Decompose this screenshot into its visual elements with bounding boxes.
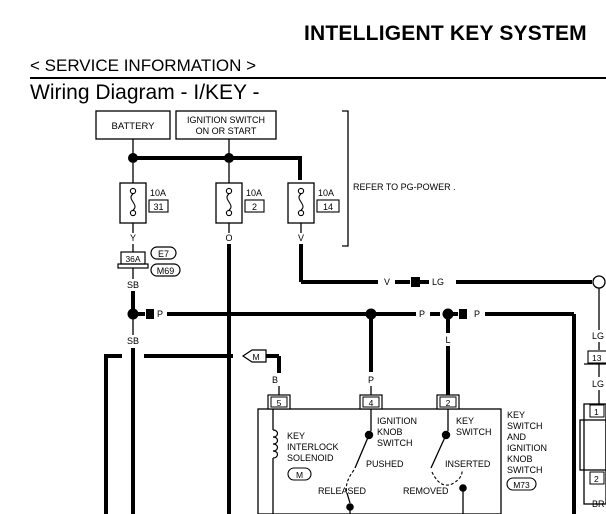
- pushed-label: PUSHED: [366, 459, 404, 469]
- ignition-splice: [224, 153, 234, 163]
- battery-splice: [128, 153, 138, 163]
- fuse-2-number: 2: [252, 202, 257, 212]
- knob-switch-contact: [354, 434, 370, 469]
- knob-switch-label-3: SWITCH: [377, 438, 413, 448]
- wire-b-label: B: [272, 375, 278, 385]
- pin-4: 4: [369, 398, 374, 408]
- unit-label-6: SWITCH: [507, 465, 543, 475]
- wire-y-label: Y: [130, 233, 136, 243]
- wire-lg-right-lower: LG: [592, 379, 604, 389]
- p-splice-right: [442, 308, 454, 320]
- unit-label-1: KEY: [507, 410, 525, 420]
- pin-1-right: 1: [594, 407, 599, 417]
- unit-label-2: SWITCH: [507, 421, 543, 431]
- wire-sb-lower: SB: [127, 336, 139, 346]
- wire-o-label: O: [225, 233, 232, 243]
- ignition-switch-box: [175, 110, 277, 140]
- key-switch-label-2: SWITCH: [456, 427, 492, 437]
- open-splice: [592, 275, 606, 289]
- fuse-14: [287, 182, 315, 224]
- knob-switch-label-1: IGNITION: [377, 416, 417, 426]
- unit-label-5: KNOB: [507, 454, 533, 464]
- battery-label: BATTERY: [112, 121, 156, 132]
- section-label: < SERVICE INFORMATION >: [30, 56, 257, 75]
- wire-p-down: P: [368, 375, 374, 385]
- solenoid-coil: [272, 429, 279, 459]
- diagram-title: Wiring Diagram - I/KEY -: [30, 81, 260, 104]
- solenoid-label-1: KEY: [287, 431, 305, 441]
- header-rule: [30, 77, 606, 79]
- pin-13: 13: [592, 353, 602, 363]
- solenoid-label-2: INTERLOCK: [287, 442, 339, 452]
- fuse-14-amp: 10A: [318, 188, 334, 198]
- m-tag: M: [252, 352, 259, 362]
- inserted-label: INSERTED: [445, 459, 491, 469]
- unit-label-3: AND: [507, 432, 527, 442]
- wire-lg-run: LG: [432, 277, 444, 287]
- key-switch-label-1: KEY: [456, 416, 474, 426]
- key-switch-contact: [430, 434, 447, 469]
- wire-v-label: V: [298, 233, 304, 243]
- wire-br-right: BR: [592, 499, 605, 509]
- p-splice-left: [365, 308, 377, 320]
- released-label: RELEASED: [318, 486, 367, 496]
- wire-p-left: P: [157, 309, 163, 319]
- page-title: INTELLIGENT KEY SYSTEM: [304, 22, 587, 45]
- fuse-31: [119, 182, 147, 224]
- fuse-2-amp: 10A: [246, 188, 262, 198]
- connector-m73: M73: [513, 480, 530, 490]
- m-inner-tag: M: [296, 470, 303, 480]
- connector-36a: 36A: [125, 254, 140, 264]
- solenoid-label-3: SOLENOID: [287, 453, 334, 463]
- pin-2: 2: [446, 398, 451, 408]
- ignition-switch-label: IGNITION SWITCH: [187, 115, 265, 125]
- wire-l-down: L: [445, 335, 450, 345]
- connector-m69: M69: [157, 266, 175, 276]
- wire-p-right: P: [474, 309, 480, 319]
- removed-label: REMOVED: [403, 486, 449, 496]
- pin-5: 5: [277, 398, 282, 408]
- fuse-31-number: 31: [153, 202, 163, 212]
- wire-p-mid: P: [419, 309, 425, 319]
- connector-e7: E7: [158, 249, 169, 259]
- wire-lg-right-upper: LG: [592, 331, 604, 341]
- fuse-31-amp: 10A: [150, 188, 166, 198]
- wire-v-run: V: [384, 277, 390, 287]
- unit-label-4: IGNITION: [507, 443, 547, 453]
- refer-pg-power: REFER TO PG-POWER .: [353, 182, 456, 192]
- ignition-switch-sublabel: ON OR START: [196, 126, 257, 136]
- knob-switch-label-2: KNOB: [377, 427, 403, 437]
- wire-sb-upper: SB: [127, 280, 139, 290]
- fuse-14-number: 14: [323, 202, 333, 212]
- pin-2-right: 2: [594, 474, 599, 484]
- fuse-2: [215, 182, 243, 224]
